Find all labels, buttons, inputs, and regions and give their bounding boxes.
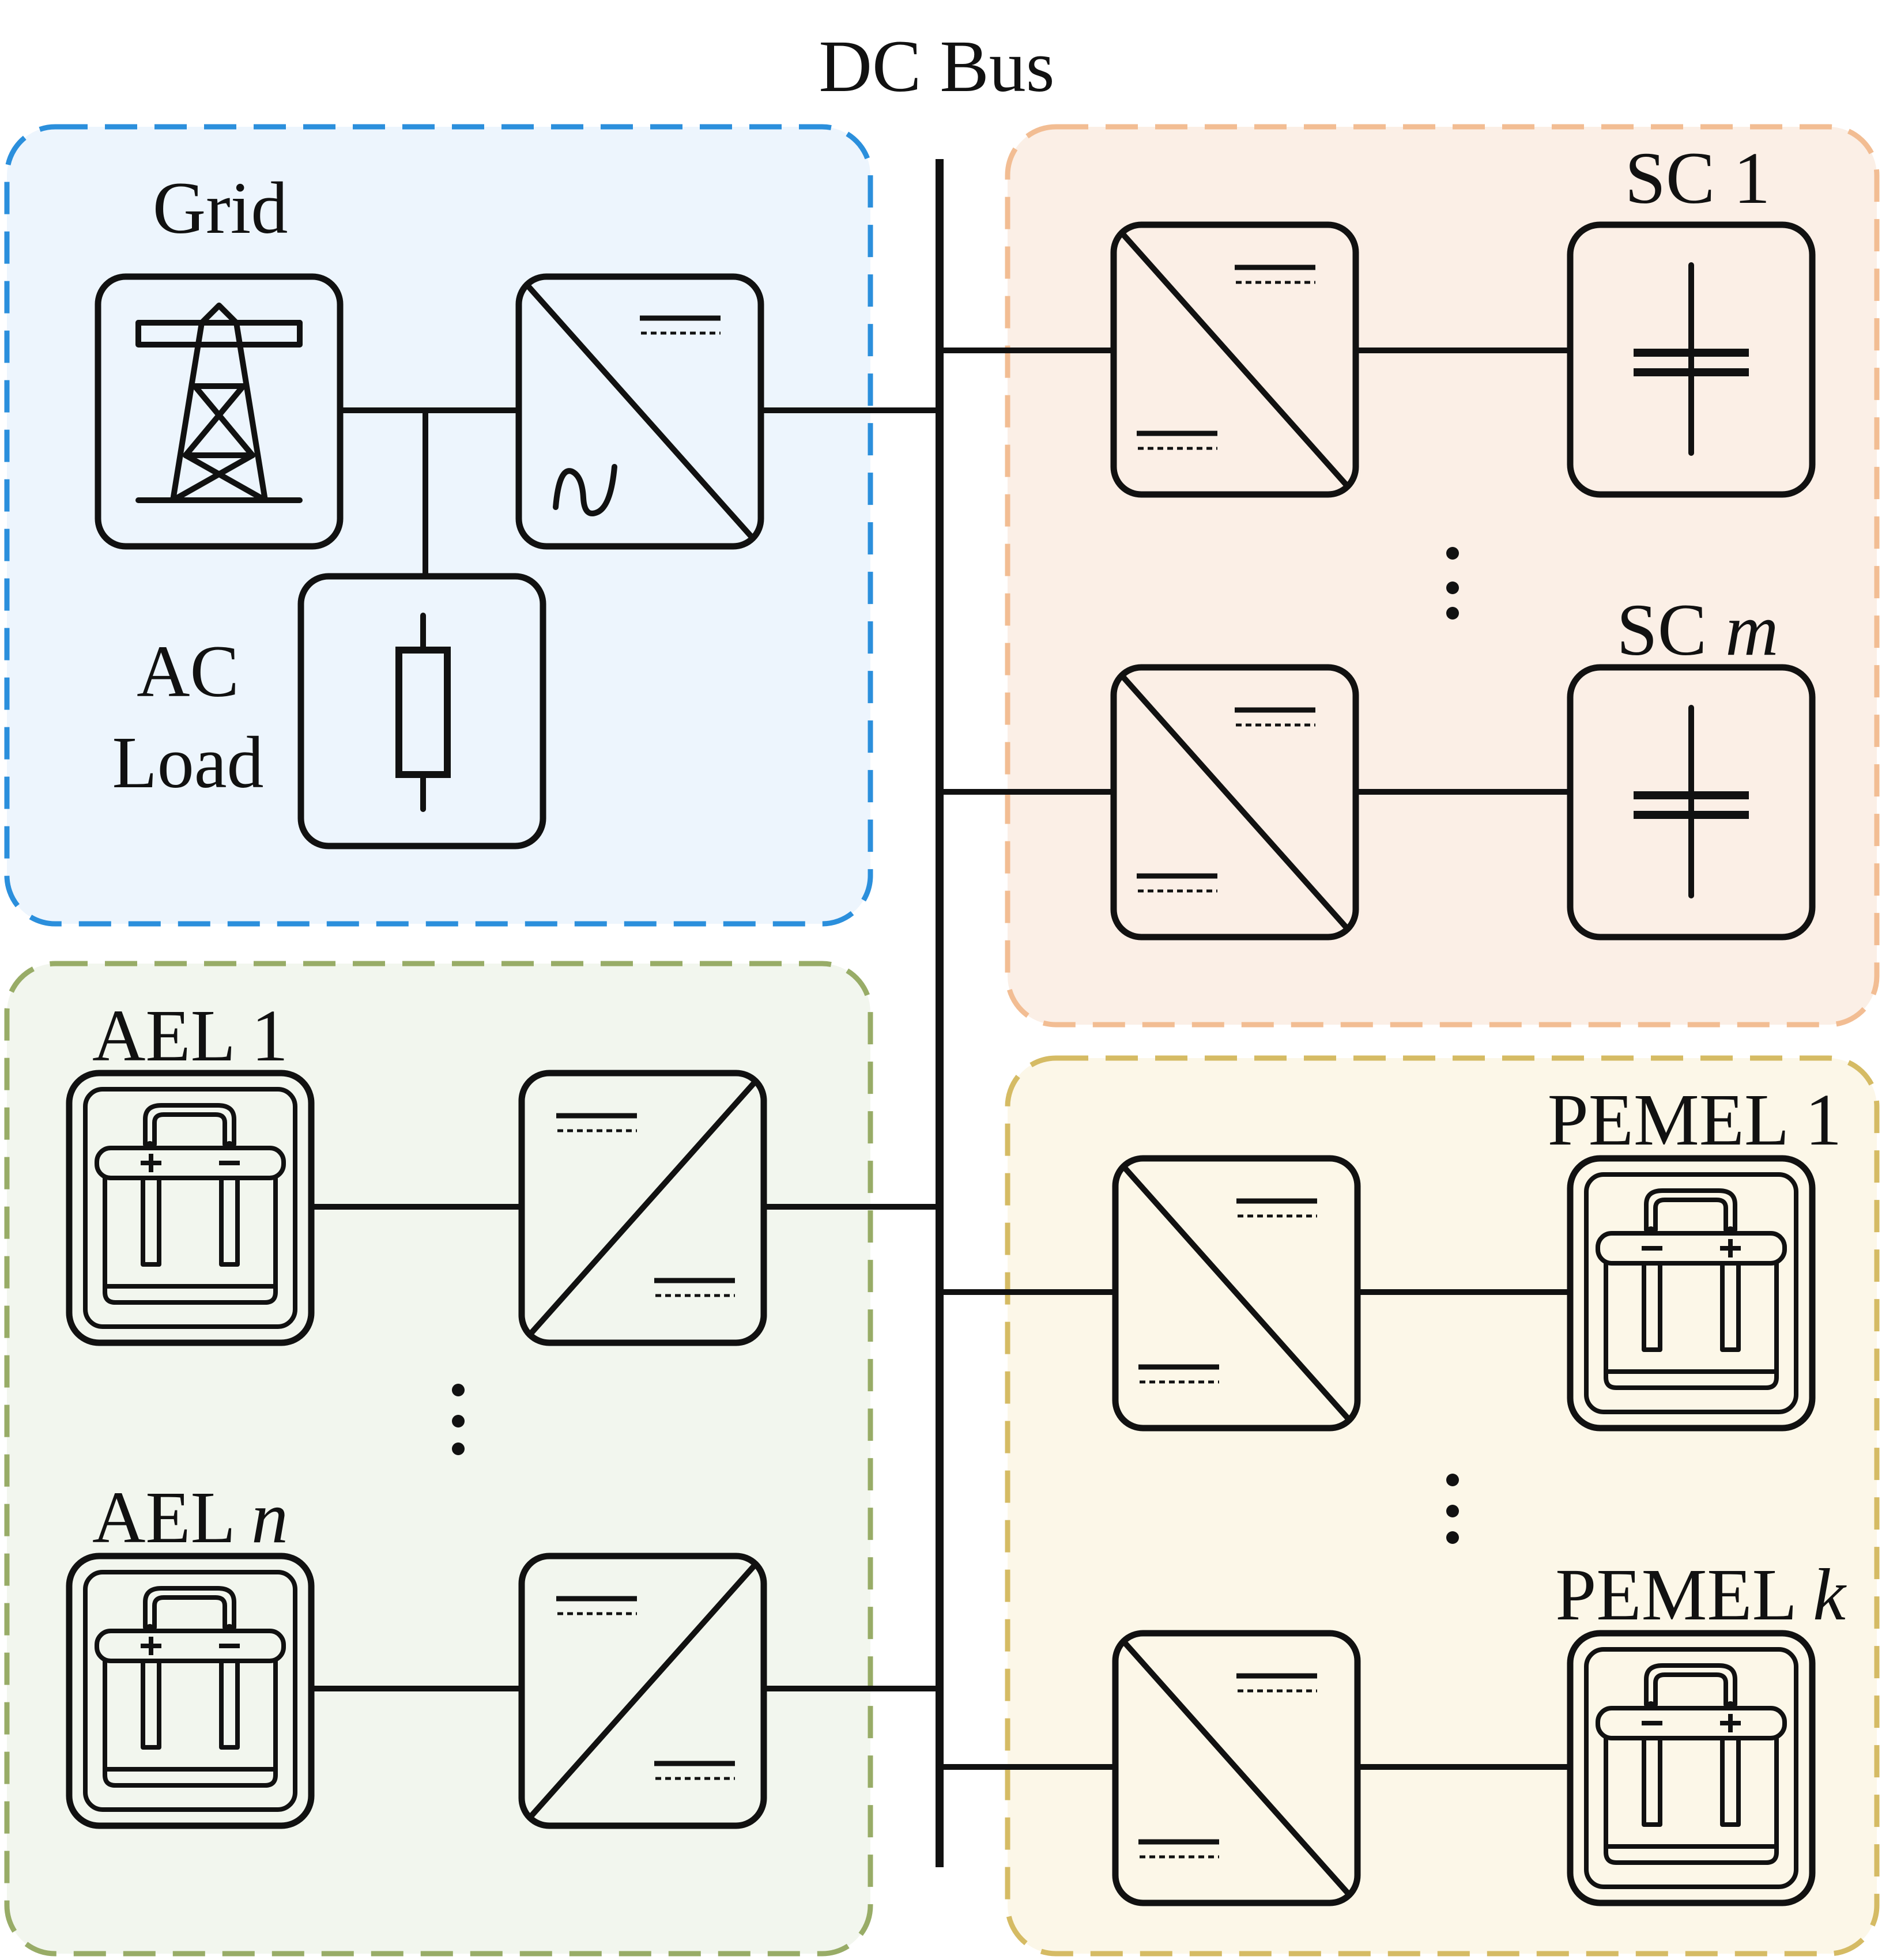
wiring [308, 348, 1573, 1770]
ael-1-label: AEL 1 [92, 995, 288, 1077]
grid-label: Grid [153, 167, 288, 249]
ael-n-prefix: AEL [92, 1476, 251, 1558]
group-ael [4, 961, 873, 1957]
vertical-ellipsis-sc [1446, 547, 1459, 620]
sc-m-var: m [1725, 589, 1778, 671]
group-grid-ac [4, 124, 873, 927]
vertical-ellipsis-pemel [1446, 1474, 1459, 1544]
pemel-k-prefix: PEMEL [1555, 1554, 1813, 1636]
pemel-k-var: k [1813, 1554, 1847, 1636]
group-pemel [1005, 1055, 1880, 1957]
ael-n-label: AEL n [92, 1476, 288, 1558]
sc-m-label: SC m [1617, 589, 1779, 671]
ac-dc-converter-icon [515, 273, 764, 550]
pemel-1-label: PEMEL 1 [1548, 1079, 1842, 1161]
transmission-tower-icon [95, 273, 344, 550]
vertical-ellipsis-ael [452, 1384, 465, 1455]
pemel-k-label: PEMEL k [1555, 1554, 1847, 1636]
ael-n-var: n [251, 1476, 288, 1558]
sc-m-prefix: SC [1617, 589, 1726, 671]
ac-load-label-line2: Load [112, 722, 264, 803]
sc-1-label: SC 1 [1625, 137, 1771, 219]
dc-bus-label: DC Bus [819, 25, 1055, 107]
resistor-icon [297, 573, 546, 849]
ac-load-label-line1: AC [137, 630, 239, 712]
